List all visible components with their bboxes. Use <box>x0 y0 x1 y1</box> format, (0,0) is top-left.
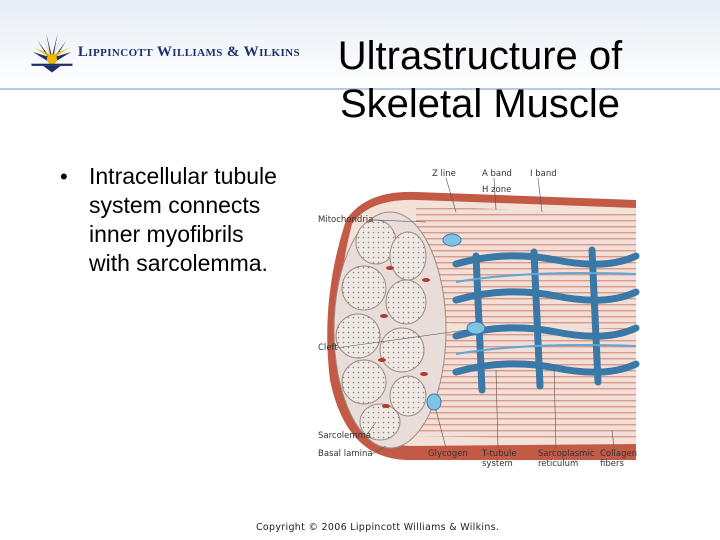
label-z-line: Z line <box>432 169 456 179</box>
slide-title-line-2: Skeletal Muscle <box>339 82 621 126</box>
mitochondria-dots <box>378 266 430 408</box>
label-basal-lamina: Basal lamina <box>318 449 373 459</box>
label-collagen-line1: Collagen <box>600 449 637 459</box>
muscle-fiber-diagram: Z line A band I band H zone Mitochondria… <box>318 169 640 469</box>
label-sarcolemma: Sarcolemma <box>318 431 371 441</box>
label-mitochondria: Mitochondria <box>318 215 373 225</box>
myofibril-cross-sections <box>335 219 427 441</box>
bullet-marker: • <box>60 164 68 189</box>
label-a-band: A band <box>482 169 512 179</box>
myofibril-bundle <box>416 206 636 330</box>
label-i-band: I band <box>530 169 557 179</box>
sunburst-logo-icon <box>31 32 73 73</box>
label-cleft: Cleft <box>318 343 338 353</box>
label-glycogen: Glycogen <box>428 449 468 459</box>
glycogen-droplets <box>426 233 486 411</box>
label-collagen-line2: fibers <box>600 459 624 469</box>
label-t-tubule-line1: T-tubule <box>481 449 517 459</box>
bullet-text: Intracellular tubule system connects inn… <box>89 163 277 276</box>
myofibril-bundle-lower <box>416 330 636 440</box>
leader-lines <box>335 177 615 455</box>
copyright-notice: Copyright © 2006 Lippincott Williams & W… <box>256 522 500 533</box>
bullet-list: • Intracellular tubule system connects i… <box>60 162 290 278</box>
header-band <box>0 0 720 88</box>
publisher-logo: Lippincott Williams & Wilkins <box>30 22 300 82</box>
label-sarcoplasmic-line2: reticulum <box>538 459 578 469</box>
slide-title-line-1: Ultrastructure of <box>337 34 623 78</box>
t-tubule-lines <box>455 272 637 355</box>
label-t-tubule-line2: system <box>482 459 513 469</box>
sarcoplasmic-reticulum-network <box>452 246 640 394</box>
label-sarcoplasmic-line1: Sarcoplasmic <box>538 449 595 459</box>
slide-title: Ultrastructure of Skeletal Muscle <box>300 32 660 128</box>
label-h-zone: H zone <box>482 185 511 195</box>
header-divider <box>0 88 720 90</box>
publisher-name: Lippincott Williams & Wilkins <box>77 43 300 60</box>
